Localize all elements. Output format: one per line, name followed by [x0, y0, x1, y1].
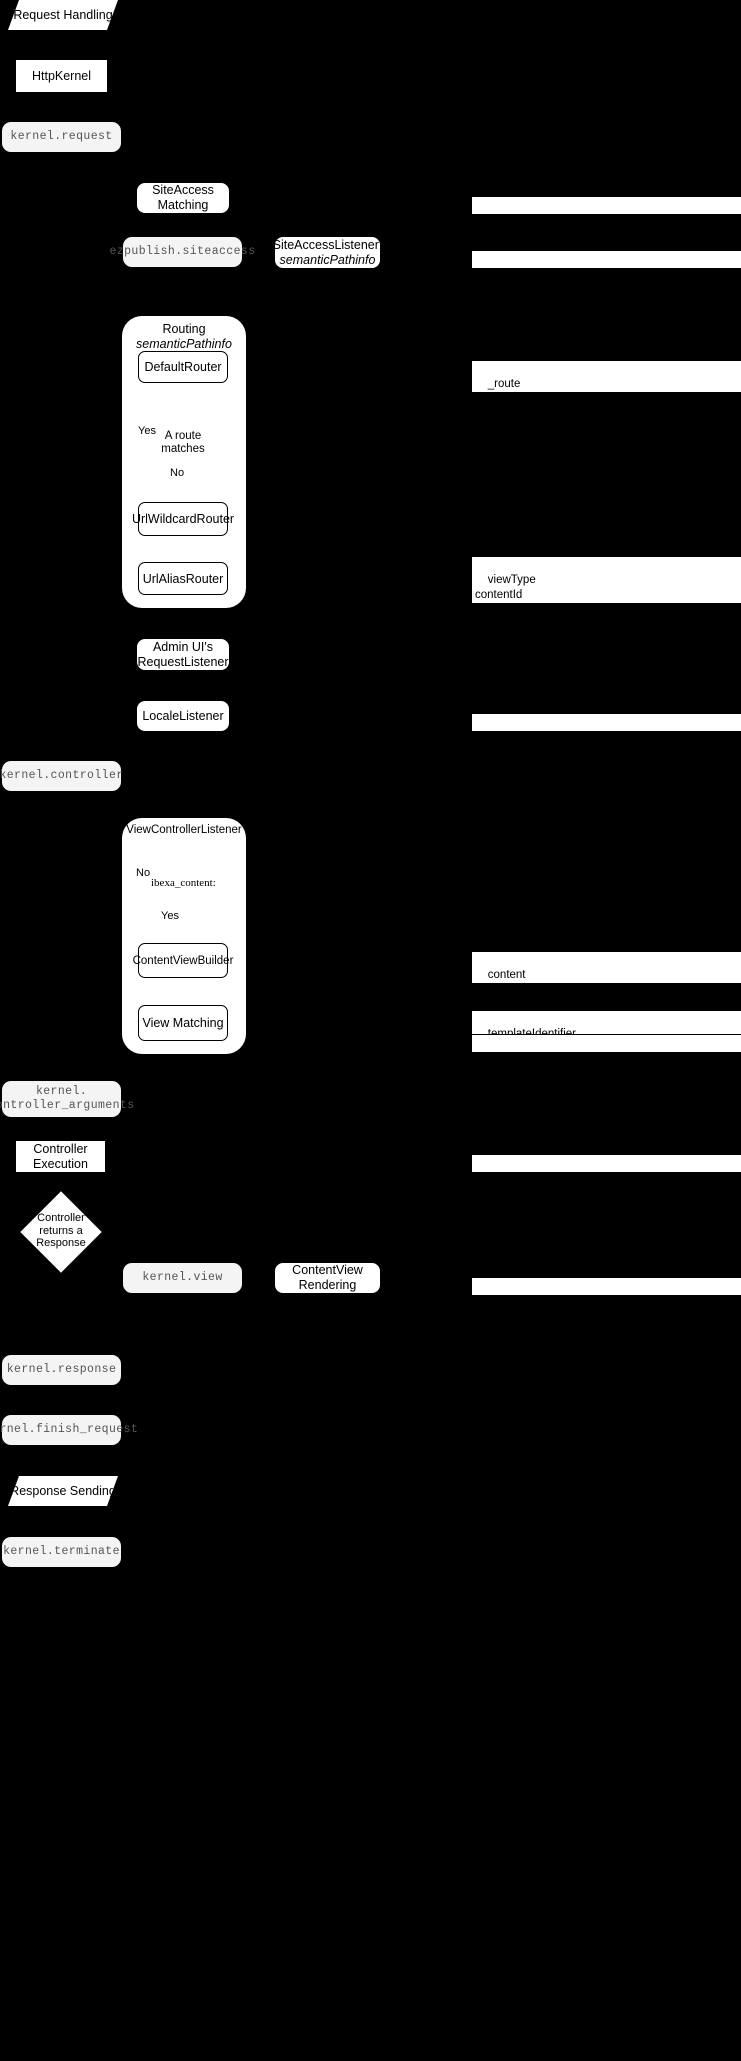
node-http-kernel: HttpKernel	[16, 60, 107, 92]
attr-viewtype-contentid-locationid: viewType contentId locationId	[471, 556, 741, 617]
node-admin-ui-line1: Admin UI's	[152, 639, 214, 654]
node-view-matching: View Matching	[138, 1005, 228, 1041]
event-kernel-view-label: kernel.view	[142, 1271, 223, 1285]
attr-view-text: view	[487, 1052, 511, 1065]
attr-siteaccess: siteaccess	[471, 196, 741, 226]
routing-decision-label: A route matches	[160, 430, 206, 456]
node-controller-execution-label: Controller Execution	[33, 1142, 88, 1171]
node-locale-listener: LocaleListener	[137, 701, 229, 731]
attr-response-text: response	[487, 1295, 536, 1308]
event-kernel-controller-arguments: kernel. controller_arguments	[0, 1081, 134, 1117]
event-kernel-request-label: kernel.request	[10, 130, 113, 144]
view-controller-decision-label: ibexa_content:	[151, 877, 216, 889]
event-kernel-terminate-label: kernel.terminate	[3, 1545, 120, 1559]
node-locale-listener-label: LocaleListener	[142, 708, 224, 723]
node-admin-ui-line2: RequestListener	[137, 654, 229, 669]
event-kernel-view: kernel.view	[123, 1263, 242, 1293]
event-ezpublish-siteaccess-label: ezpublish.siteaccess	[109, 245, 256, 259]
node-http-kernel-label: HttpKernel	[31, 68, 92, 83]
node-admin-ui-request-listener: Admin UI's RequestListener	[137, 639, 229, 670]
attr-route-controller: _route _controller	[471, 360, 741, 405]
controller-decision-line1: Controller	[37, 1212, 85, 1224]
banner-request-handling-label: Request Handling	[13, 8, 113, 22]
view-controller-decision-text: ibexa_content:	[151, 877, 216, 889]
attr-response-view-text: response/view	[487, 1172, 562, 1185]
event-ezpublish-siteaccess: ezpublish.siteaccess	[109, 237, 255, 267]
banner-response-sending: Response Sending	[8, 1476, 118, 1506]
attr-locale: _locale	[471, 713, 741, 743]
attr-siteaccess-text: siteaccess	[487, 214, 542, 227]
event-kernel-controller-arguments-label: kernel. controller_arguments	[0, 1084, 135, 1112]
attr-semanticpathinfo-text: semanticPathinfo	[487, 268, 576, 281]
node-siteaccess-matching-label: SiteAccess Matching	[152, 183, 214, 212]
attr-viewtype-text: viewType contentId locationId	[475, 574, 536, 617]
routing-decision-line2: matches	[161, 443, 205, 456]
controller-decision-line2: returns a	[39, 1224, 83, 1237]
routing-yes-label: Yes	[138, 425, 156, 437]
node-url-alias-router: UrlAliasRouter	[138, 562, 228, 595]
node-default-router-label: DefaultRouter	[144, 360, 222, 374]
event-kernel-finish-request-label: kernel.finish_request	[0, 1423, 139, 1437]
event-kernel-terminate: kernel.terminate	[2, 1537, 121, 1567]
node-url-wildcard-router: UrlWildcardRouter	[132, 502, 234, 536]
node-siteaccess-listener-line1: SiteAccessListener:	[272, 237, 383, 252]
node-content-view-builder-label: ContentViewBuilder	[132, 954, 234, 967]
view-controller-title-label: ViewControllerListener	[126, 824, 242, 836]
node-controller-execution: Controller Execution	[16, 1141, 105, 1172]
routing-title-prefix: Routing	[162, 322, 206, 336]
view-controller-no-text: No	[136, 867, 151, 879]
banner-response-sending-label: Response Sending	[10, 1484, 116, 1498]
attr-response-view: response/view	[471, 1154, 741, 1184]
routing-no-text: No	[170, 467, 185, 479]
view-controller-yes-label: Yes	[161, 910, 179, 922]
attr-route-controller-text: _route _controller	[475, 378, 529, 406]
node-view-matching-label: View Matching	[142, 1016, 224, 1030]
view-controller-yes-text: Yes	[161, 910, 179, 922]
attr-content-location-text: content location	[475, 969, 526, 997]
routing-decision-line1: A route	[164, 430, 202, 442]
view-controller-no-label: No	[136, 867, 150, 879]
node-contentview-rendering: ContentView Rendering	[275, 1263, 380, 1293]
controller-decision-line3: Response	[36, 1237, 86, 1250]
attr-locale-text: _locale	[487, 731, 525, 744]
event-kernel-controller: kernel.controller	[0, 761, 124, 791]
routing-no-label: No	[170, 467, 184, 479]
node-siteaccess-listener-line2: semanticPathinfo	[279, 252, 376, 267]
node-siteaccess-matching: SiteAccess Matching	[137, 183, 229, 213]
node-contentview-rendering-label: ContentView Rendering	[292, 1263, 363, 1292]
event-kernel-finish-request: kernel.finish_request	[0, 1415, 138, 1445]
event-kernel-response: kernel.response	[2, 1355, 121, 1385]
attr-response: response	[471, 1277, 741, 1307]
node-url-alias-router-label: UrlAliasRouter	[142, 571, 224, 586]
banner-request-handling: Request Handling	[8, 0, 118, 30]
routing-title-italic: semanticPathinfo	[136, 337, 232, 351]
attr-content-location: content location	[471, 951, 741, 996]
attr-semanticpathinfo: semanticPathinfo	[471, 250, 741, 280]
node-url-wildcard-router-label: UrlWildcardRouter	[131, 512, 235, 526]
event-kernel-request: kernel.request	[2, 122, 121, 152]
event-kernel-controller-label: kernel.controller	[0, 769, 124, 783]
node-siteaccess-listener: SiteAccessListener: semanticPathinfo	[272, 237, 383, 268]
event-kernel-response-label: kernel.response	[6, 1363, 117, 1377]
node-default-router: DefaultRouter	[138, 351, 228, 383]
attr-view: view	[471, 1034, 741, 1064]
routing-yes-text: Yes	[138, 425, 156, 437]
controller-returns-response-label: Controller returns a Response	[31, 1212, 91, 1250]
node-content-view-builder: ContentViewBuilder	[133, 943, 233, 978]
view-controller-container-title: ViewControllerListener	[122, 824, 246, 838]
